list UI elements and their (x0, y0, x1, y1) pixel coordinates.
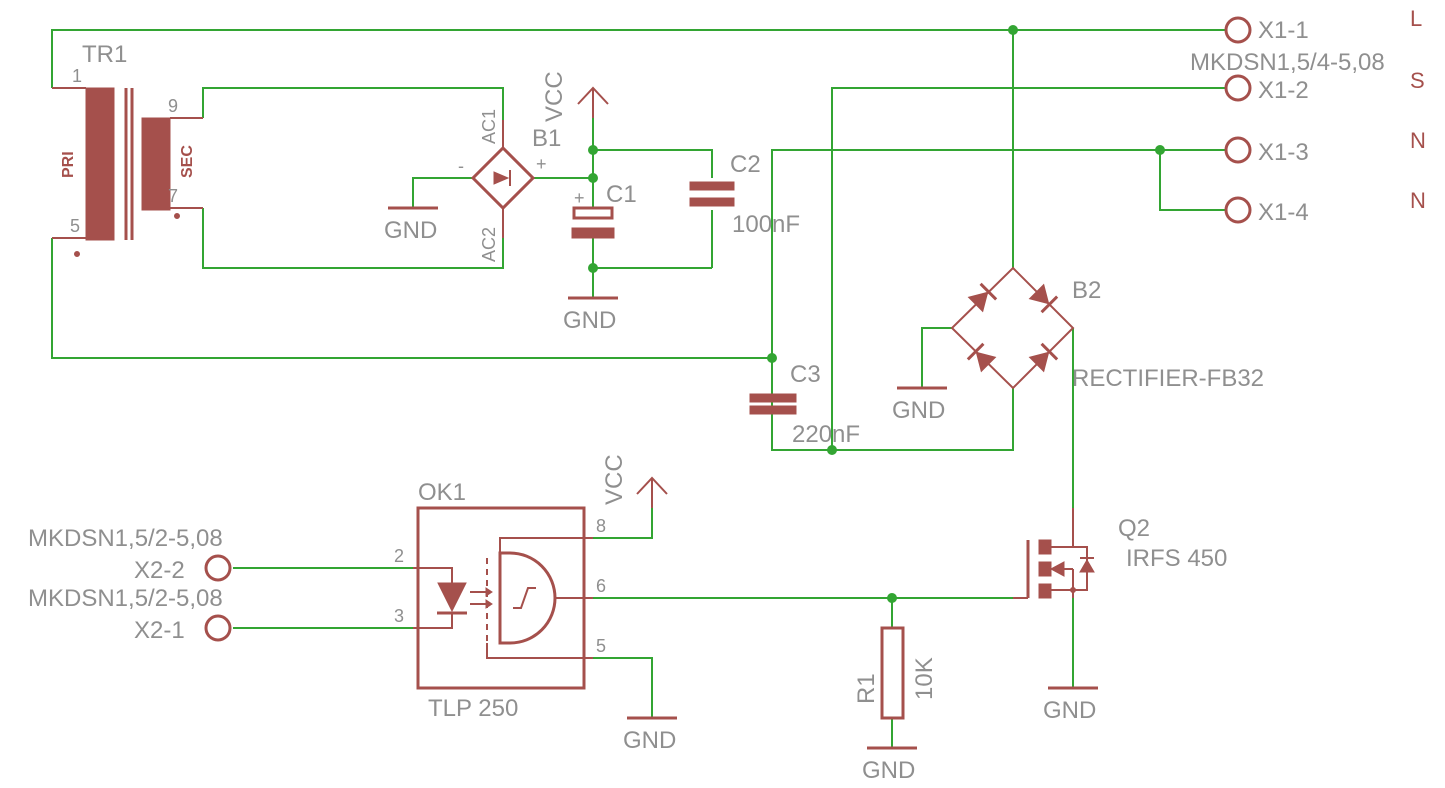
c3-ref: C3 (790, 361, 821, 388)
x1-pin1-label: X1-1 (1258, 17, 1309, 44)
ok1-value: TLP 250 (428, 695, 518, 722)
x2-value-bottom: MKDSN1,5/2-5,08 (28, 585, 223, 612)
transformer-tr1: TR1 1 5 9 7 PRI SEC (52, 41, 203, 257)
c1-ref: C1 (606, 181, 637, 208)
capacitor-c3: C3 220nF (749, 361, 860, 448)
x1-pin2-label: X1-2 (1258, 77, 1309, 104)
gnd-symbols: GND GND GND GND GND GND (384, 206, 1098, 784)
note-n2: N (1410, 188, 1426, 213)
x2-pin1-label: X2-1 (134, 617, 185, 644)
b1-ref: B1 (532, 125, 561, 152)
capacitor-c1: + C1 (571, 181, 637, 239)
b2-ref: B2 (1072, 277, 1101, 304)
vcc-symbol-bottom: VCC (601, 454, 668, 508)
ok1-pin5: 5 (596, 636, 606, 656)
junction-dots (588, 25, 1165, 603)
ok1-pin2: 2 (394, 546, 404, 566)
ok1-pin6: 6 (596, 576, 606, 596)
ok1-ref: OK1 (418, 479, 466, 506)
r1-value: 10K (911, 657, 938, 700)
vcc-symbol-top: VCC (541, 71, 609, 122)
optocoupler-ok1: OK1 TLP 250 2 3 8 6 5 (394, 479, 606, 722)
x1-pin3-label: X1-3 (1258, 139, 1309, 166)
bridge-rectifier-b2: B2 RECTIFIER-FB32 (950, 266, 1264, 392)
note-s: S (1410, 68, 1425, 93)
bridge-rectifier-b1: B1 AC1 AC2 - + (458, 109, 561, 262)
ok1-pin3: 3 (394, 606, 404, 626)
b1-ac2: AC2 (479, 227, 499, 262)
vcc-label-bottom: VCC (601, 454, 628, 505)
capacitor-c2: C2 100nF (689, 151, 800, 238)
r1-ref: R1 (853, 673, 880, 704)
tr1-pin5: 5 (70, 216, 80, 236)
q2-value: IRFS 450 (1126, 545, 1227, 572)
gnd-label-ok1: GND (623, 727, 676, 754)
tr1-pin7: 7 (168, 186, 178, 206)
connector-x1: X1-1 MKDSN1,5/4-5,08 X1-2 X1-3 X1-4 L S … (1190, 6, 1426, 226)
gnd-label-b2: GND (892, 397, 945, 424)
x2-pin2-label: X2-2 (134, 557, 185, 584)
connector-x2: MKDSN1,5/2-5,08 X2-2 MKDSN1,5/2-5,08 X2-… (28, 525, 232, 644)
tr1-pin9: 9 (168, 96, 178, 116)
b1-minus: - (458, 156, 464, 176)
note-l: L (1410, 6, 1422, 31)
resistor-r1: R1 10K (853, 626, 938, 720)
gnd-label-b1: GND (384, 217, 437, 244)
x2-value-top: MKDSN1,5/2-5,08 (28, 525, 223, 552)
b2-value: RECTIFIER-FB32 (1072, 365, 1264, 392)
vcc-label-top: VCC (541, 71, 568, 122)
c2-value: 100nF (732, 211, 800, 238)
wires (51, 29, 1225, 748)
gnd-label-c1: GND (563, 307, 616, 334)
ok1-pin8: 8 (596, 516, 606, 536)
tr1-pin1: 1 (72, 66, 82, 86)
b1-plus: + (536, 154, 547, 174)
tr1-ref: TR1 (82, 41, 127, 68)
note-n1: N (1410, 128, 1426, 153)
c2-ref: C2 (730, 151, 761, 178)
mosfet-q2: Q2 IRFS 450 (1013, 508, 1227, 599)
gnd-label-q2: GND (1043, 697, 1096, 724)
gnd-label-r1: GND (862, 757, 915, 784)
b1-ac1: AC1 (479, 109, 499, 144)
tr1-sec-label: SEC (179, 145, 196, 178)
tr1-pri-label: PRI (60, 151, 77, 178)
c3-value: 220nF (792, 421, 860, 448)
q2-ref: Q2 (1118, 515, 1150, 542)
c1-plus: + (574, 188, 585, 208)
x1-value: MKDSN1,5/4-5,08 (1190, 49, 1385, 76)
x1-pin4-label: X1-4 (1258, 199, 1309, 226)
